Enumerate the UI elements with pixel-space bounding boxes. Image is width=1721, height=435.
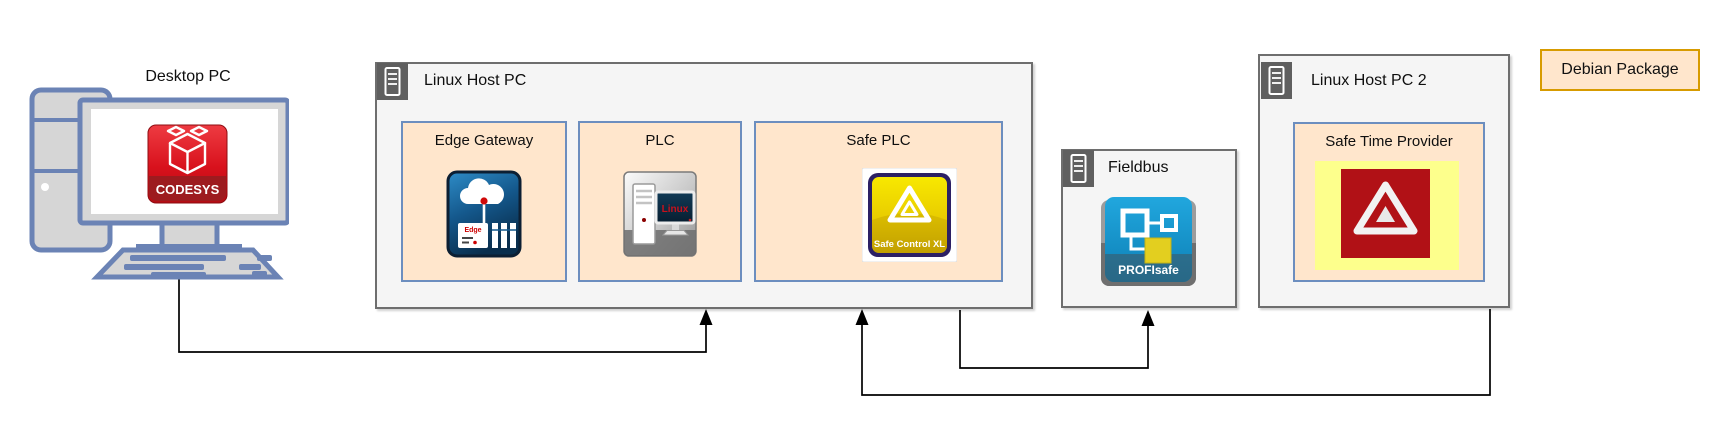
safe-plc-icon: Safe Control XL [862, 168, 957, 262]
server-icon [377, 63, 408, 100]
safe-time-provider-label: Safe Time Provider [1325, 133, 1453, 150]
connector-desktop-to-linuxhost [178, 277, 707, 353]
codesys-logo: CODESYS [147, 124, 228, 204]
edge-gateway-label: Edge Gateway [434, 132, 534, 149]
plc-icon-text: Linux [662, 204, 689, 215]
fieldbus-label: Fieldbus [1108, 159, 1169, 176]
server-icon [1063, 150, 1094, 187]
desktop-pc-label: Desktop PC [145, 68, 231, 85]
connector-linuxhost2-to-linuxhost [861, 309, 1491, 396]
server-icon [1261, 62, 1292, 99]
linux-host-pc-2-label: Linux Host PC 2 [1311, 72, 1427, 89]
arrowhead-into-linuxhost-left [699, 309, 713, 325]
plc-icon: Linux [623, 171, 697, 257]
edge-gateway-icon: Edge [446, 170, 522, 258]
safe-plc-label: Safe PLC [846, 132, 911, 149]
connector-linuxhost-to-fieldbus [959, 310, 1149, 369]
edge-icon-text: Edge [464, 227, 481, 234]
warning-triangle-icon [1341, 169, 1430, 258]
profisafe-icon: PROFIsafe [1101, 197, 1196, 286]
desktop-pc-workstation-graphic: CODESYS [29, 87, 289, 280]
debian-package-node: Debian Package [1540, 49, 1700, 91]
debian-package-label: Debian Package [1561, 61, 1679, 78]
keyboard-icon [91, 247, 284, 280]
arrowhead-into-fieldbus [1141, 310, 1155, 326]
profisafe-text: PROFIsafe [1118, 263, 1179, 277]
linux-host-pc-label: Linux Host PC [424, 72, 527, 89]
safe-control-xl-text: Safe Control XL [874, 239, 945, 250]
arrowhead-into-linuxhost-right [855, 309, 869, 325]
codesys-logo-text: CODESYS [156, 182, 220, 197]
plc-label: PLC [645, 132, 675, 149]
